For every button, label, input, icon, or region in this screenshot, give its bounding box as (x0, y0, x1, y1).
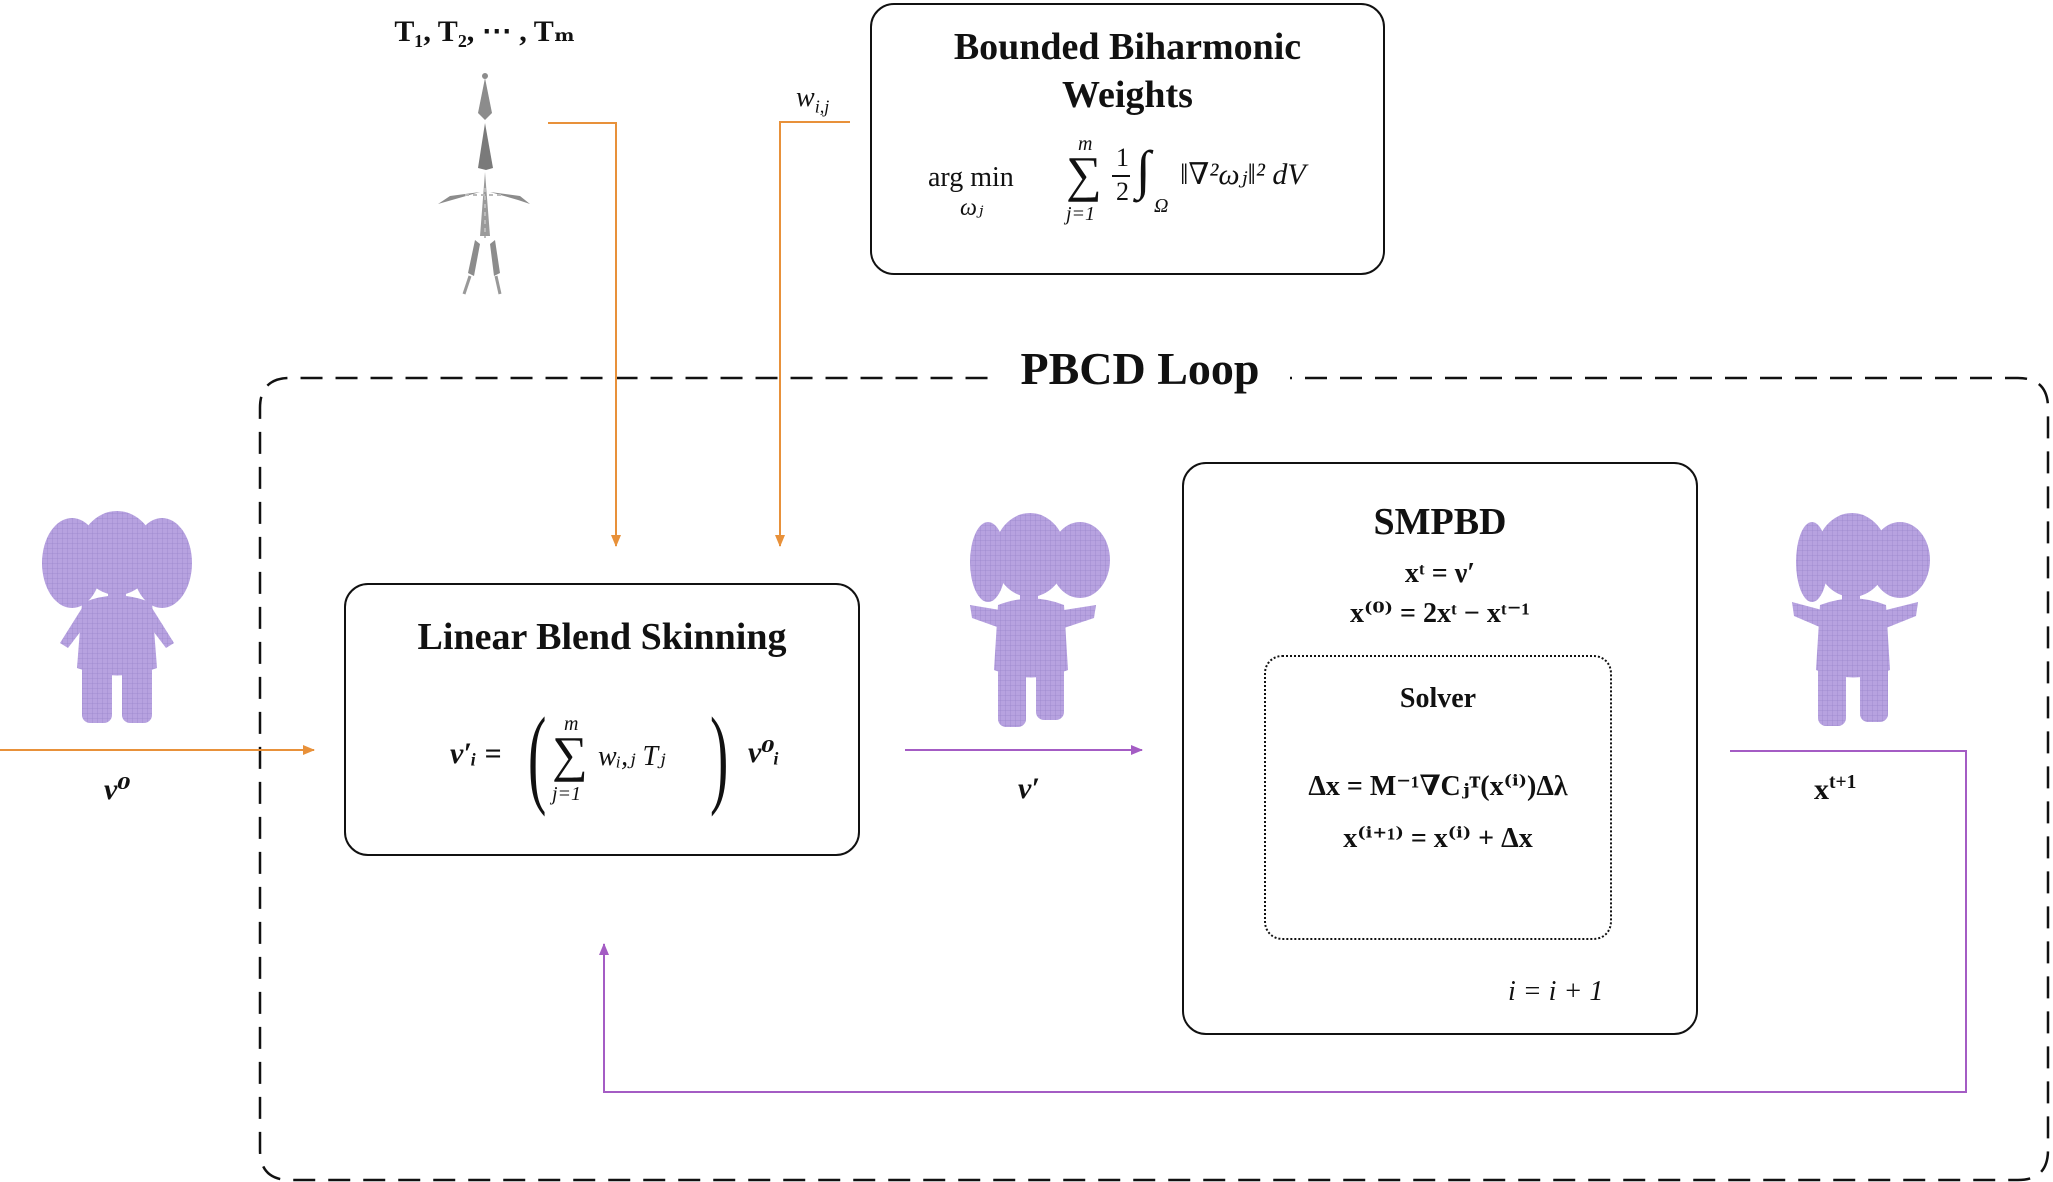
vprime-label: ν′ (1018, 772, 1040, 805)
solver-title: Solver (1399, 683, 1477, 714)
bbw-sum-top: m (1078, 133, 1093, 155)
lbs-sum-body: wᵢ,ⱼ Tⱼ (598, 741, 666, 772)
arrow-rig-to-lbs (548, 122, 621, 547)
lbs-sum-bottom: j=1 (552, 783, 582, 805)
bbw-frac-den: 2 (1116, 177, 1129, 206)
skeleton-rig-icon (438, 73, 530, 295)
bbw-integral: ∫ (1136, 140, 1151, 200)
lbs-lhs: ν′ᵢ = (450, 737, 502, 770)
bbw-sum-symbol: ∑ (1066, 146, 1102, 202)
lbs-sum-top: m (564, 713, 579, 735)
solver-eq2: x⁽ⁱ⁺¹⁾ = x⁽ⁱ⁾ + Δx (1343, 823, 1533, 854)
bbw-integrand: ‖∇²ωⱼ‖² dV (1180, 158, 1306, 191)
arrow-feedback-loop (599, 750, 1967, 1093)
pbcd-loop-frame (258, 376, 2050, 1182)
solver-eq1: Δx = M⁻¹∇Cⱼᵀ(x⁽ⁱ⁾)Δλ (1308, 771, 1568, 802)
elephant-mesh-icon (1792, 513, 1930, 726)
bbw-title-line1: Bounded Biharmonic (953, 26, 1302, 68)
arrow-weights-to-lbs (775, 121, 850, 547)
pbcd-loop-title: PBCD Loop (990, 342, 1290, 395)
weights-label: wi,j (796, 82, 830, 117)
lbs-sum-symbol: ∑ (552, 726, 588, 782)
lbs-rhs: ν⁰ᵢ (748, 736, 780, 769)
smpbd-eq2: x⁽⁰⁾ = 2xᵗ − xᵗ⁻¹ (1350, 598, 1530, 629)
smpbd-title: SMPBD (1373, 501, 1507, 543)
elephant-mesh-icon (970, 513, 1110, 727)
bbw-box: Bounded Biharmonic Weights arg min ωⱼ m … (870, 3, 1385, 275)
bbw-frac-bar (1112, 175, 1130, 177)
bbw-title-line2: Weights (1062, 74, 1193, 116)
elephant-mesh-icon (42, 511, 192, 723)
bbw-frac-num: 1 (1116, 143, 1129, 172)
solver-box: Solver Δx = M⁻¹∇Cⱼᵀ(x⁽ⁱ⁾)Δλ x⁽ⁱ⁺¹⁾ = x⁽ⁱ… (1264, 655, 1612, 940)
smpbd-eq1: xᵗ = ν′ (1404, 558, 1476, 589)
bbw-argmin-sub: ωⱼ (960, 195, 984, 221)
bbw-integral-sub: Ω (1154, 195, 1169, 217)
v0-label: ν⁰ (104, 773, 131, 806)
rig-transforms-label: T₁, T₂, ⋯ , Tₘ (394, 15, 576, 48)
bbw-argmin: arg min (928, 162, 1014, 193)
bbw-sum-bottom: j=1 (1066, 203, 1096, 225)
lbs-paren-left: ( (528, 695, 547, 817)
xnext-label: xt+1 (1814, 772, 1857, 806)
lbs-title: Linear Blend Skinning (417, 616, 787, 658)
solver-iteration-label: i = i + 1 (1508, 976, 1604, 1007)
lbs-box: Linear Blend Skinning ν′ᵢ = ( m ∑ j=1 wᵢ… (344, 583, 860, 856)
lbs-paren-right: ) (710, 695, 729, 817)
